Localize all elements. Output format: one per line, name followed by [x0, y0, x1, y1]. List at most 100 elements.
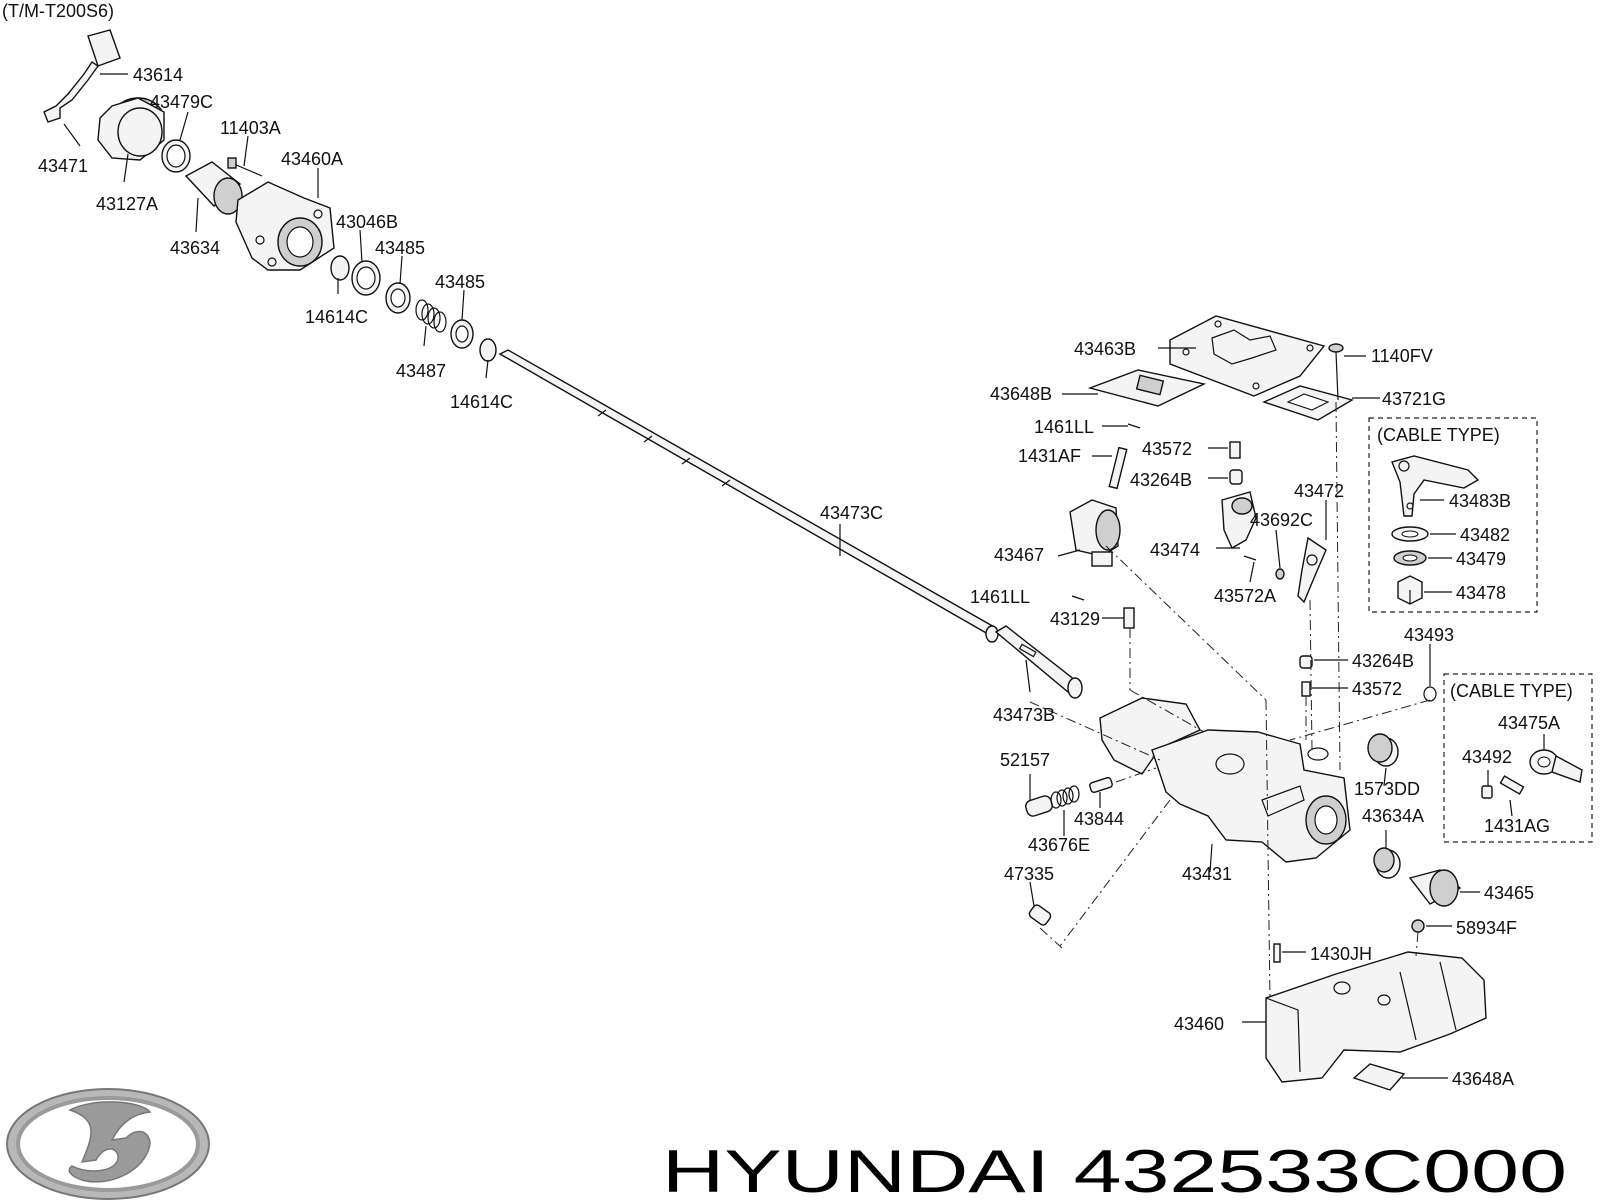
part-label-43460: 43460: [1174, 1014, 1224, 1034]
part-label-58934F: 58934F: [1456, 918, 1517, 938]
part-label-43475A: 43475A: [1498, 713, 1560, 733]
part-label-43692C: 43692C: [1250, 510, 1313, 530]
cable-type-bottom-label: (CABLE TYPE): [1450, 681, 1573, 701]
part-label-1431AF: 1431AF: [1018, 446, 1081, 466]
lever-43467-illustration: [1069, 499, 1121, 567]
washers-43485-14614C-illustration: [450, 319, 497, 362]
brand-caption: HYUNDAI 432533C000: [662, 1138, 1567, 1200]
part-label-43129: 43129: [1050, 609, 1100, 629]
cable-type-box-bottom: [1443, 673, 1593, 843]
part-label-43264B-a: 43264B: [1130, 470, 1192, 490]
part-label-1461LL-b: 1461LL: [970, 587, 1030, 607]
part-label-43485-a: 43485: [375, 238, 425, 258]
lever-43475A-illustration: [1529, 749, 1583, 783]
hyundai-logo: [6, 1088, 210, 1200]
pin-1461LL-bottom-illustration: [1071, 595, 1085, 601]
housing-43460A-illustration: [235, 181, 335, 271]
seal-43634A-illustration: [1373, 847, 1401, 879]
part-label-43572-a: 43572: [1142, 439, 1192, 459]
part-label-43479: 43479: [1456, 549, 1506, 569]
lever-43472-illustration: [1297, 536, 1327, 604]
breather-47335-illustration: [1028, 904, 1052, 926]
part-label-1461LL-a: 1461LL: [1034, 417, 1094, 437]
part-label-1140FV: 1140FV: [1371, 346, 1433, 366]
cable-type-box-top: [1368, 417, 1538, 613]
part-label-43473C: 43473C: [820, 503, 883, 523]
part-label-43264B-b: 43264B: [1352, 651, 1414, 671]
bushing-43465-illustration: [1408, 869, 1462, 907]
clip-43692C-illustration: [1275, 568, 1285, 580]
part-label-11403A: 11403A: [220, 118, 281, 138]
cable-type-top-label: (CABLE TYPE): [1377, 425, 1500, 445]
part-labels: 43614 43479C 43471 11403A 43460A 43127A …: [38, 65, 1560, 1089]
oil-seal-1573DD-illustration: [1367, 733, 1399, 767]
part-label-47335: 47335: [1004, 864, 1054, 884]
fitting-58934F-illustration: [1411, 919, 1425, 933]
spring-43487-illustration: [415, 299, 447, 333]
part-label-43572-b: 43572: [1352, 679, 1402, 699]
washer-43479-illustration: [1393, 550, 1427, 566]
pin-1431AF-illustration: [1108, 446, 1128, 490]
pin-43129-illustration: [1123, 607, 1135, 629]
rings-14614C-43046B-illustration: [330, 255, 411, 314]
part-label-43614: 43614: [133, 65, 183, 85]
part-label-43467: 43467: [994, 545, 1044, 565]
bolt-11403A-illustration: [227, 157, 263, 177]
part-label-43572A: 43572A: [1214, 586, 1276, 606]
part-label-43721G: 43721G: [1382, 389, 1446, 409]
small-pin-43572-bottom-illustration: [1301, 681, 1311, 697]
plate-43648A-illustration: [1352, 1063, 1406, 1091]
part-label-43474: 43474: [1150, 540, 1200, 560]
bolt-43844-illustration: [1089, 776, 1113, 794]
part-label-43483B: 43483B: [1449, 491, 1511, 511]
part-label-43471: 43471: [38, 156, 88, 176]
part-label-43046B: 43046B: [336, 212, 398, 232]
part-label-1431AG: 1431AG: [1484, 816, 1550, 836]
part-label-43473B: 43473B: [993, 705, 1055, 725]
part-label-1430JH: 1430JH: [1310, 944, 1372, 964]
part-label-43478: 43478: [1456, 583, 1506, 603]
part-label-43127A: 43127A: [96, 194, 158, 214]
washer-43482-illustration: [1391, 526, 1429, 542]
cap-43264B-top-illustration: [1229, 469, 1243, 485]
part-label-43634A: 43634A: [1362, 806, 1424, 826]
part-label-43493: 43493: [1404, 625, 1454, 645]
pin-1431AG-illustration: [1499, 775, 1525, 795]
control-shaft-illustration: [498, 349, 1083, 699]
part-label-43676E: 43676E: [1028, 835, 1090, 855]
gasket-43463B-illustration: [1169, 315, 1326, 397]
plate-43648B-illustration: [1087, 369, 1207, 407]
cap-43492-illustration: [1481, 785, 1493, 799]
part-label-52157: 52157: [1000, 750, 1050, 770]
part-label-43634: 43634: [170, 238, 220, 258]
nut-43478-illustration: [1397, 575, 1423, 605]
part-label-14614C-a: 14614C: [305, 307, 368, 327]
pin-1461LL-top-illustration: [1102, 423, 1141, 429]
gasket-43721G-illustration: [1262, 385, 1354, 421]
part-label-43492: 43492: [1462, 747, 1512, 767]
part-label-43648A: 43648A: [1452, 1069, 1514, 1089]
lever-43474-illustration: [1221, 491, 1257, 561]
shift-lever-illustration: [43, 29, 128, 123]
part-label-43479C: 43479C: [150, 92, 213, 112]
spring-43676E-illustration: [1050, 785, 1080, 809]
ring-43479C-illustration: [161, 139, 191, 173]
boot-illustration: [97, 97, 165, 161]
leader-lines: [63, 111, 1545, 1079]
plug-52157-illustration: [1025, 795, 1053, 817]
part-label-1573DD: 1573DD: [1354, 779, 1420, 799]
bushing-43634-illustration: [184, 161, 243, 215]
shift-housing-43431-illustration: [1099, 697, 1351, 863]
small-pin-43572-top-illustration: [1229, 441, 1241, 459]
part-label-43487: 43487: [396, 361, 446, 381]
lever-43483B-illustration: [1391, 455, 1480, 517]
part-label-43431: 43431: [1182, 864, 1232, 884]
part-label-43463B: 43463B: [1074, 339, 1136, 359]
model-code-label: (T/M-T200S6): [2, 1, 114, 21]
part-label-43472: 43472: [1294, 481, 1344, 501]
part-label-43844: 43844: [1074, 809, 1124, 829]
part-label-43460A: 43460A: [281, 149, 343, 169]
bolt-1140FV-illustration: [1328, 343, 1344, 401]
part-label-43485-b: 43485: [435, 272, 485, 292]
pin-1430JH-illustration: [1273, 943, 1281, 963]
